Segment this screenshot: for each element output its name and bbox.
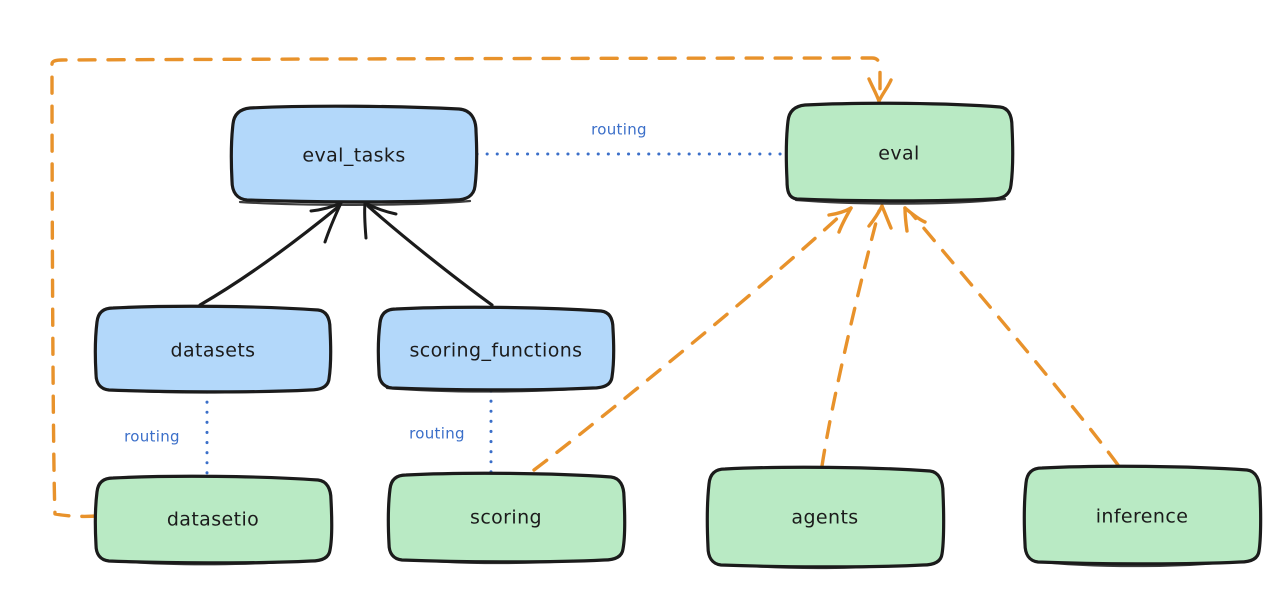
edge-scoring-to-eval	[532, 206, 853, 472]
node-inference[interactable]: inference	[1022, 464, 1263, 568]
edge-datasets-to-eval-tasks	[198, 201, 343, 307]
node-label-eval: eval	[878, 143, 919, 165]
node-eval[interactable]: eval	[784, 101, 1015, 205]
node-label-inference: inference	[1096, 506, 1189, 528]
node-eval-tasks[interactable]: eval_tasks	[229, 104, 479, 206]
edge-scoring-functions-to-eval-tasks	[363, 201, 494, 307]
node-datasetio[interactable]: datasetio	[93, 474, 334, 566]
edge-label-routing-scoring: routing	[409, 425, 465, 443]
node-label-agents: agents	[791, 507, 858, 529]
node-scoring-functions[interactable]: scoring_functions	[376, 305, 616, 393]
node-datasets[interactable]: datasets	[93, 304, 333, 394]
node-label-datasetio: datasetio	[167, 509, 259, 531]
edge-inference-to-eval	[903, 206, 1120, 467]
node-label-eval-tasks: eval_tasks	[302, 145, 405, 167]
node-scoring[interactable]: scoring	[386, 471, 627, 565]
edge-agents-to-eval	[820, 204, 893, 468]
node-agents[interactable]: agents	[705, 465, 946, 570]
edge-datasetio-to-eval	[50, 56, 893, 519]
node-label-datasets: datasets	[171, 340, 256, 362]
node-label-scoring: scoring	[470, 507, 542, 529]
edge-label-routing-datasetio: routing	[124, 428, 180, 446]
edge-label-routing-eval: routing	[591, 121, 647, 139]
node-label-scoring-functions: scoring_functions	[410, 340, 583, 362]
